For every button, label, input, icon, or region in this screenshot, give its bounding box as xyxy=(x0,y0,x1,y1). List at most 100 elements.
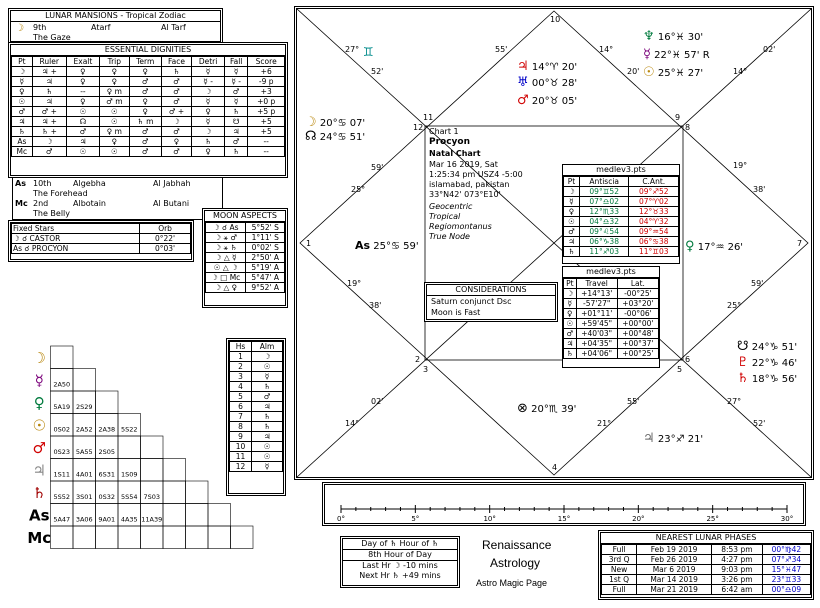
aspect-code: 7S03 xyxy=(143,493,160,501)
aspect-code: 3S01 xyxy=(76,493,93,501)
dignity-header: Pt xyxy=(11,56,33,67)
midheaven-label: Mc xyxy=(15,199,28,208)
contra-antiscia-value: 11°♊03 xyxy=(628,246,679,257)
phase-name: Full xyxy=(600,544,638,555)
day-hour-label: Day of ♄ Hour of ♄ xyxy=(343,539,457,550)
dignity-cell: ☿ xyxy=(223,96,249,107)
phase-name: New xyxy=(600,564,638,575)
chart-time: 1:25:34 pm USZ4 -5:00 xyxy=(429,170,523,179)
travel-value: +40'03" xyxy=(575,328,618,339)
grid-cell xyxy=(95,525,119,549)
planet-position: 25°♓ 27' xyxy=(657,68,704,79)
dignity-cell: ☊ xyxy=(65,116,101,127)
travel-row: ♄+04'06"+00°25' xyxy=(563,348,660,359)
travel-point: ♄ xyxy=(563,348,577,359)
grid-planet-label: ♂ xyxy=(33,439,46,457)
moon-icon: ☽ xyxy=(305,115,317,130)
aspect-code: 5A19 xyxy=(53,403,70,411)
moon-aspect-orb: 5°19' A xyxy=(245,262,285,273)
travel-value: +04'35" xyxy=(575,338,618,349)
planet-position: 14°♈ 20' xyxy=(531,62,578,73)
aspect-code: 0S02 xyxy=(53,426,70,434)
planet-position: 00°♉ 28' xyxy=(531,78,578,89)
moon-aspect-orb: 0°02' S xyxy=(245,242,285,253)
orb-header: Orb xyxy=(139,223,191,234)
chart-subtitle: Natal Chart xyxy=(429,149,481,158)
dignity-cell: ♂ xyxy=(160,76,193,87)
dignity-header: Ruler xyxy=(31,56,67,67)
dignity-cell: ♂ xyxy=(128,136,162,147)
moon-aspect: ☽ □ Mc xyxy=(204,272,247,283)
almuten: ☿ xyxy=(251,461,283,472)
antiscia-point: ☉ xyxy=(563,216,580,227)
phase-time: 3:26 pm xyxy=(711,574,763,585)
contra-antiscia-value: 06°♋38 xyxy=(628,236,679,247)
planet-position: 22°♑ 46' xyxy=(751,358,798,369)
grid-cell xyxy=(162,458,186,482)
phase-date: Mar 21 2019 xyxy=(636,584,713,595)
moon-aspect-orb: 2°50' A xyxy=(245,252,285,263)
travel-point: ♀ xyxy=(563,308,577,319)
sun-icon: ☉ xyxy=(643,65,655,80)
aspect-code: 5S52 xyxy=(53,493,70,501)
aspect-code: 4A01 xyxy=(76,471,93,479)
dignity-cell: -- xyxy=(65,86,101,97)
dignity-row: ☉♃♀♂ m♀♂☿☿+0 p xyxy=(11,96,285,107)
grid-planet-label: Mc xyxy=(27,529,51,547)
aspect-code: 2A50 xyxy=(53,381,70,389)
dignity-cell: ♀ m xyxy=(99,126,130,137)
contra-antiscia-value: 07°♈02 xyxy=(628,196,679,207)
dignity-cell: ♂ + xyxy=(31,106,67,117)
travel-row: ♀+01°11'-00°06' xyxy=(563,308,660,319)
mansion-meaning: The Belly xyxy=(33,209,71,218)
grid-planet-label: ☉ xyxy=(33,416,46,434)
travel-point: ☿ xyxy=(563,298,577,309)
planet-position: 20°♋ 07' xyxy=(319,118,366,129)
grid-cell xyxy=(140,525,164,549)
dignity-cell: ♀ xyxy=(99,66,130,77)
dignity-cell: ♄ xyxy=(223,146,249,157)
antiscia-point: ♂ xyxy=(563,226,580,237)
grid-cell xyxy=(117,525,141,549)
dignity-header: Trip xyxy=(99,56,130,67)
dignity-cell: ♀ xyxy=(11,86,33,97)
dignity-cell: ☿ xyxy=(223,66,249,77)
antiscia-value: 09°♌54 xyxy=(578,226,630,237)
house-number: 6 xyxy=(685,355,691,364)
travel-header: Lat. xyxy=(616,278,660,289)
gemini-icon: ♊ xyxy=(363,45,374,59)
grid-cell xyxy=(162,503,186,527)
moon-aspect: ☽ ⚹ ♂ xyxy=(204,232,247,243)
latitude-value: +03°20' xyxy=(616,298,660,309)
last-hour: Last Hr ☽ -10 mins xyxy=(362,561,438,570)
antiscia-value: 11°♐03 xyxy=(578,246,630,257)
grid-cell xyxy=(162,525,186,549)
antiscia-value: 12°♏33 xyxy=(578,206,630,217)
next-hour: Next Hr ♄ +49 mins xyxy=(359,571,441,580)
planet-position: 18°♑ 56' xyxy=(751,374,798,385)
latitude-value: +00°48' xyxy=(616,328,660,339)
house-number: 7 xyxy=(797,239,803,248)
contra-antiscia-value: 04°♈32 xyxy=(628,216,679,227)
antiscia-point: ♄ xyxy=(563,246,580,257)
dignity-cell: ☽ xyxy=(11,66,33,77)
travel-value: +01°11' xyxy=(575,308,618,319)
dignity-cell: ☉ xyxy=(11,96,33,107)
chart-setting: Regiomontanus xyxy=(429,222,492,231)
house-number: 3 xyxy=(423,365,429,374)
dignity-cell: +5 xyxy=(247,126,285,137)
dignity-cell: ♂ + xyxy=(160,106,193,117)
travel-value: +59'45" xyxy=(575,318,618,329)
lunar-mansions-panel: LUNAR MANSIONS - Tropical Zodiac ☽ 9th A… xyxy=(8,8,223,44)
travel-row: ☽+14°13'-00°25' xyxy=(563,288,660,299)
dignity-cell: +3 xyxy=(247,86,285,97)
dignity-cell: ☿ xyxy=(11,76,33,87)
moon-aspects-title: MOON ASPECTS xyxy=(205,211,285,222)
fixed-star-orb: 0°03' xyxy=(139,243,191,254)
travel-row: ♂+40'03"+00°48' xyxy=(563,328,660,339)
